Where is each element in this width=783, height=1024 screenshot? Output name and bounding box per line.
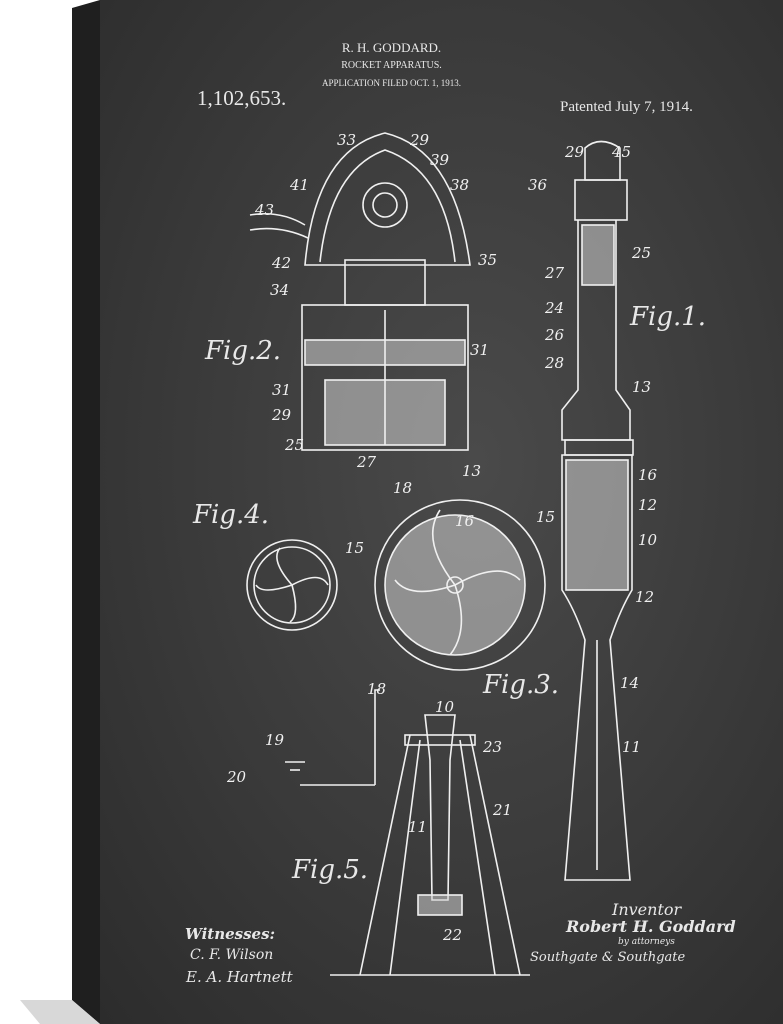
svg-text:15: 15 [536,508,555,526]
svg-text:29: 29 [564,143,585,161]
svg-text:24: 24 [544,299,564,317]
svg-text:38: 38 [450,176,469,194]
svg-text:41: 41 [289,176,309,194]
svg-text:27: 27 [544,264,565,282]
fig1-drawing [561,140,634,881]
svg-text:42: 42 [271,254,291,272]
witness-2-signature: E. A. Hartnett [186,968,293,986]
svg-text:43: 43 [254,201,274,219]
svg-text:21: 21 [492,801,512,819]
svg-text:12: 12 [635,588,654,606]
header-title: ROCKET APPARATUS. [341,60,442,71]
svg-text:23: 23 [482,738,502,756]
svg-text:39: 39 [430,151,450,169]
svg-text:13: 13 [632,378,651,396]
fig2-label: Fig.2. [205,336,282,366]
svg-text:12: 12 [638,496,657,514]
inventor-signature: Robert H. Goddard [566,917,736,936]
fig5-drawing [330,714,530,976]
svg-text:33: 33 [337,131,356,149]
svg-text:29: 29 [409,131,430,149]
svg-text:18: 18 [393,479,412,497]
witnesses-label: Witnesses: [185,925,276,943]
svg-text:36: 36 [528,176,548,194]
svg-text:27: 27 [356,453,377,471]
patent-number: 1,102,653. [197,86,287,110]
header-inventor: R. H. GODDARD. [341,40,442,55]
svg-text:16: 16 [455,512,475,530]
inventor-label: Inventor [612,900,682,919]
attorneys-label: by attorneys [618,937,675,947]
svg-text:25: 25 [631,244,651,262]
fig3-label: Fig.3. [483,670,560,700]
svg-text:29: 29 [271,406,292,424]
svg-text:20: 20 [226,768,247,786]
fig4-label: Fig.4. [193,500,270,530]
svg-text:16: 16 [638,466,658,484]
svg-text:13: 13 [462,462,481,480]
svg-text:25: 25 [284,436,304,454]
witness-1-signature: C. F. Wilson [190,947,274,963]
svg-text:28: 28 [544,354,564,372]
svg-text:19: 19 [265,731,285,749]
svg-text:11: 11 [622,738,641,756]
svg-text:10: 10 [435,698,455,716]
svg-text:26: 26 [544,326,565,344]
attorneys-signature: Southgate & Southgate [530,950,686,965]
header-filed: APPLICATION FILED OCT. 1, 1913. [321,78,462,88]
fig3-drawing [285,499,546,786]
fig5-label: Fig.5. [292,855,369,885]
svg-text:31: 31 [470,341,489,359]
svg-text:34: 34 [270,281,289,299]
svg-text:35: 35 [478,251,497,269]
svg-text:10: 10 [638,531,658,549]
fig4-drawing [246,539,338,631]
svg-text:45: 45 [611,143,631,161]
fig1-label: Fig.1. [630,302,707,332]
svg-text:14: 14 [620,674,639,692]
fig2-drawing [249,132,471,451]
svg-text:15: 15 [345,539,364,557]
chalkboard-print [100,0,783,1024]
svg-text:18: 18 [367,680,386,698]
patent-date: Patented July 7, 1914. [560,99,693,115]
svg-text:22: 22 [442,926,462,944]
svg-text:11: 11 [408,818,427,836]
svg-text:31: 31 [272,381,291,399]
